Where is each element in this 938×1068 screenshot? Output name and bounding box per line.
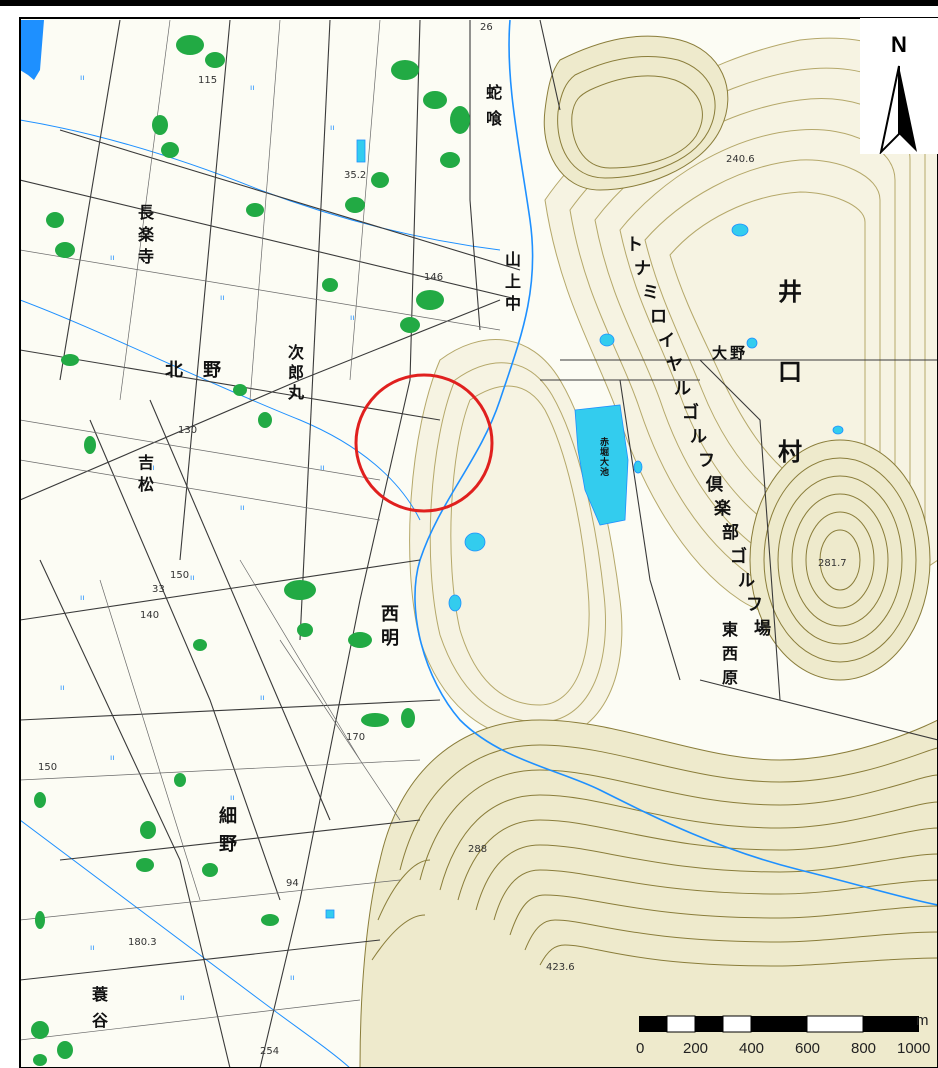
elev-3: 146: [424, 272, 443, 283]
svg-text:ıı: ıı: [190, 573, 194, 582]
label-yodani: 蓑谷: [91, 985, 109, 1030]
scale-tick-400: 400: [739, 1040, 765, 1057]
river: [414, 19, 938, 906]
hill-northeast-dense: [543, 35, 729, 191]
label-tozaihara: 東西原: [722, 620, 738, 687]
svg-text:ıı: ıı: [80, 73, 84, 82]
scale-unit: m: [916, 1012, 929, 1029]
top-border: [0, 0, 938, 6]
elev-4: 130: [178, 425, 197, 436]
hill-east-peak: [749, 439, 931, 681]
svg-text:ıı: ıı: [250, 83, 254, 92]
label-kitano: 北野: [165, 360, 221, 381]
north-label: N: [891, 32, 907, 57]
label-yoshimatsu: 吉松: [138, 453, 154, 494]
elev-16: 26: [480, 22, 493, 33]
svg-text:ıı: ıı: [220, 293, 224, 302]
label-choraku: 長楽寺: [137, 203, 155, 266]
elev-1: 115: [198, 75, 217, 86]
scale-tick-800: 800: [851, 1040, 877, 1057]
scale-tick-600: 600: [795, 1040, 821, 1057]
label-hosono: 細野: [219, 805, 237, 855]
svg-text:ıı: ıı: [330, 123, 334, 132]
label-jirouumaru: 次郎丸: [287, 343, 305, 402]
svg-text:ıı: ıı: [260, 693, 264, 702]
label-ono: 大野: [712, 344, 745, 362]
label-golf: トナミロイヤルゴルフ倶楽部ゴルフ場: [626, 235, 771, 639]
akahori-pond: [574, 404, 629, 526]
svg-text:ıı: ıı: [150, 463, 154, 472]
elev-11: 288: [468, 844, 487, 855]
label-pond: 赤堀大池: [600, 436, 609, 478]
site-highlight-circle: [354, 373, 494, 513]
map-frame-border: [19, 17, 938, 1068]
label-hebigui: 蛇喰: [486, 83, 503, 128]
svg-text:ıı: ıı: [90, 943, 94, 952]
elev-7: 140: [140, 610, 159, 621]
elev-5: 33: [152, 584, 165, 595]
paddy-symbols: ıı ıı ıı ıı ıı ıı ıı ıı ıı ıı ıı ıı ıı ıı ıı ıı ıı ı…: [60, 73, 354, 1002]
scale-bar: m 0 200 400 600 800 1000: [636, 1012, 931, 1062]
scale-tick-0: 0: [636, 1040, 645, 1057]
road-network: [20, 19, 938, 1068]
svg-text:ıı: ıı: [110, 753, 114, 762]
svg-text:ıı: ıı: [230, 793, 234, 802]
scale-bar-graphic: [639, 1015, 919, 1033]
svg-text:ıı: ıı: [320, 463, 324, 472]
scale-tick-1000: 1000: [897, 1040, 931, 1057]
elev-8: 150: [38, 762, 57, 773]
svg-text:ıı: ıı: [80, 593, 84, 602]
label-iguchi: 井口村: [778, 277, 802, 466]
svg-text:ıı: ıı: [290, 973, 294, 982]
forest-patches: [31, 35, 470, 1066]
svg-text:ıı: ıı: [350, 313, 354, 322]
canal: [20, 20, 44, 80]
elev-13: 254: [260, 1046, 279, 1057]
svg-text:ıı: ıı: [110, 253, 114, 262]
elev-9: 170: [346, 732, 365, 743]
label-nishiaki: 西明: [381, 604, 399, 649]
north-arrow-box: N: [860, 18, 938, 154]
road-grid-minor: [20, 19, 501, 1041]
elev-14: 240.6: [726, 154, 755, 165]
svg-text:ıı: ıı: [180, 993, 184, 1002]
elev-15: 281.7: [818, 558, 847, 569]
elev-10: 180.3: [128, 937, 157, 948]
label-yamakaminaka: 山上中: [505, 250, 521, 313]
elev-2: 35.2: [344, 170, 366, 181]
scale-tick-200: 200: [683, 1040, 709, 1057]
place-labels: 蛇喰 長楽寺 山上中 北野 次郎丸 吉松 西明 細野 蓑谷 井口村 大野 東西原…: [91, 83, 802, 1030]
ponds: [325, 139, 844, 919]
elev-12: 423.6: [546, 962, 575, 973]
elevation-labels: 115 35.2 146 130 33 150 140 150 170 180.…: [38, 22, 847, 1057]
north-arrow-icon: [879, 65, 917, 154]
svg-text:ıı: ıı: [240, 503, 244, 512]
elev-6: 150: [170, 570, 189, 581]
hill-southeast-dense: [359, 719, 938, 1068]
elev-17: 94: [286, 878, 299, 889]
svg-text:ıı: ıı: [60, 683, 64, 692]
